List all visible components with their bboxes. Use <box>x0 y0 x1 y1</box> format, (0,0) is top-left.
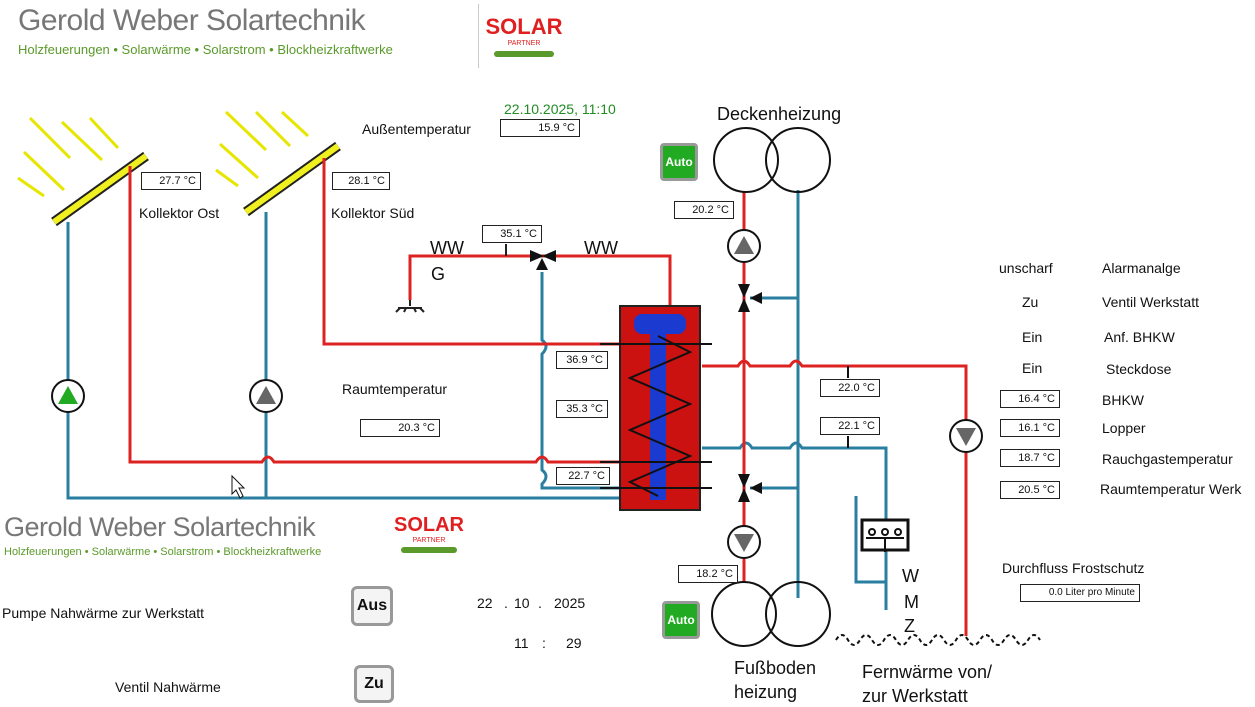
date-day: 22 <box>477 595 493 611</box>
company-name: Gerold Weber Solartechnik <box>18 4 366 37</box>
status-socket-name: Steckdose <box>1106 361 1172 377</box>
collector-south-label: Kollektor Süd <box>331 205 415 221</box>
ceiling-supply-temp: 20.2 °C <box>674 201 734 219</box>
storage-bottom-temp: 22.7 °C <box>556 467 610 485</box>
status-bhkw-state: Ein <box>1022 329 1043 345</box>
pump-floor <box>727 525 761 559</box>
ww-right-label: WW <box>584 238 618 258</box>
ww-left-label: WW <box>430 238 464 258</box>
pump-label: Pumpe Nahwärme zur Werkstatt <box>2 605 205 621</box>
header-datetime: 22.10.2025, 11:10 <box>504 101 616 117</box>
collector-east-label: Kollektor Ost <box>139 205 220 221</box>
district-label-1: Fernwärme von/ <box>862 662 993 682</box>
heat-meter-icon <box>860 518 910 552</box>
status-socket-state: Ein <box>1022 360 1043 376</box>
bottom-logo: Gerold Weber Solartechnik Holzfeuerungen… <box>4 512 321 558</box>
sun-rays-east <box>17 116 120 198</box>
reading-workroom-name: Raumtemperatur Werk <box>1100 481 1242 497</box>
district-temp-1: 22.0 °C <box>820 379 880 397</box>
bottom-company-tagline: Holzfeuerungen • Solarwärme • Solarstrom… <box>4 546 322 558</box>
date-sep-2: . <box>538 595 542 611</box>
wmz-letter-m: M <box>904 592 919 612</box>
ww-mix-temp: 35.1 °C <box>482 225 542 243</box>
company-tagline: Holzfeuerungen • Solarwärme • Solarstrom… <box>18 42 393 57</box>
date-sep-1: . <box>504 595 508 611</box>
reading-bhkw-name: BHKW <box>1102 392 1144 408</box>
pump-district <box>949 419 983 453</box>
valve-toggle-button[interactable]: Zu <box>354 665 394 703</box>
valve-label: Ventil Nahwärme <box>115 679 221 695</box>
ceiling-valve <box>738 284 762 312</box>
time-sep: : <box>542 635 546 651</box>
status-alarm-name: Alarmanalge <box>1102 260 1181 276</box>
floor-auto-button[interactable]: Auto <box>662 601 700 639</box>
pump-toggle-button[interactable]: Aus <box>351 586 393 626</box>
status-bhkw-name: Anf. BHKW <box>1104 329 1175 345</box>
mouse-cursor <box>231 474 246 499</box>
wmz-letter-w: W <box>902 566 919 586</box>
reading-workroom-value: 20.5 °C <box>1000 481 1060 499</box>
floor-heat-exchanger-left <box>711 581 777 647</box>
storage-mid-temp: 35.3 °C <box>556 400 608 418</box>
bottom-solar-logo: SOLAR PARTNER <box>386 506 472 566</box>
time-minute: 29 <box>566 635 582 651</box>
reading-fluegas-name: Rauchgastemperatur <box>1102 451 1233 467</box>
shower-head <box>395 300 425 313</box>
reading-fluegas-value: 18.7 °C <box>1000 449 1060 467</box>
reading-lopper-name: Lopper <box>1102 420 1146 436</box>
collector-east-temp: 27.7 °C <box>141 172 201 190</box>
pump-collector-south <box>249 379 283 413</box>
ground-line <box>835 634 1041 646</box>
pump-collector-east <box>51 379 85 413</box>
room-temp-label: Raumtemperatur <box>342 381 448 397</box>
district-label-2: zur Werkstatt <box>862 686 968 706</box>
sun-rays-south <box>215 110 310 188</box>
ww-g-label: G <box>431 264 446 284</box>
district-temp-2: 22.1 °C <box>820 417 880 435</box>
floor-valve <box>738 474 762 502</box>
status-valve-name: Ventil Werkstatt <box>1102 294 1200 310</box>
flow-label: Durchfluss Frostschutz <box>1002 560 1145 576</box>
ceiling-heat-exchanger-left <box>713 127 779 193</box>
outside-temp-label: Außentemperatur <box>362 121 471 137</box>
ceiling-heating-label: Deckenheizung <box>717 104 842 124</box>
pump-ceiling <box>727 229 761 263</box>
mixing-valve <box>530 250 556 270</box>
time-hour: 11 <box>514 635 529 651</box>
reading-bhkw-value: 16.4 °C <box>1000 390 1060 408</box>
floor-heating-label-1: Fußboden <box>734 658 817 678</box>
outside-temp-value: 15.9 °C <box>500 119 580 137</box>
storage-top-temp: 36.9 °C <box>556 351 608 369</box>
room-temp-value: 20.3 °C <box>360 419 440 437</box>
ceiling-auto-button[interactable]: Auto <box>660 143 698 181</box>
status-valve-state: Zu <box>1022 294 1039 310</box>
status-alarm-state: unscharf <box>999 260 1053 276</box>
floor-supply-temp: 18.2 °C <box>678 565 738 583</box>
date-year: 2025 <box>554 595 586 611</box>
date-month: 10 <box>514 595 530 611</box>
flow-value: 0.0 Liter pro Minute <box>1020 584 1140 602</box>
header-logo: Gerold Weber Solartechnik Holzfeuerungen… <box>18 4 393 57</box>
reading-lopper-value: 16.1 °C <box>1000 419 1060 437</box>
solar-partner-logo: SOLAR PARTNER <box>478 4 569 68</box>
bottom-company-name: Gerold Weber Solartechnik <box>4 512 316 542</box>
wmz-letter-z: Z <box>904 616 915 636</box>
floor-heating-label-2: heizung <box>734 682 798 702</box>
collector-south-temp: 28.1 °C <box>332 172 390 190</box>
